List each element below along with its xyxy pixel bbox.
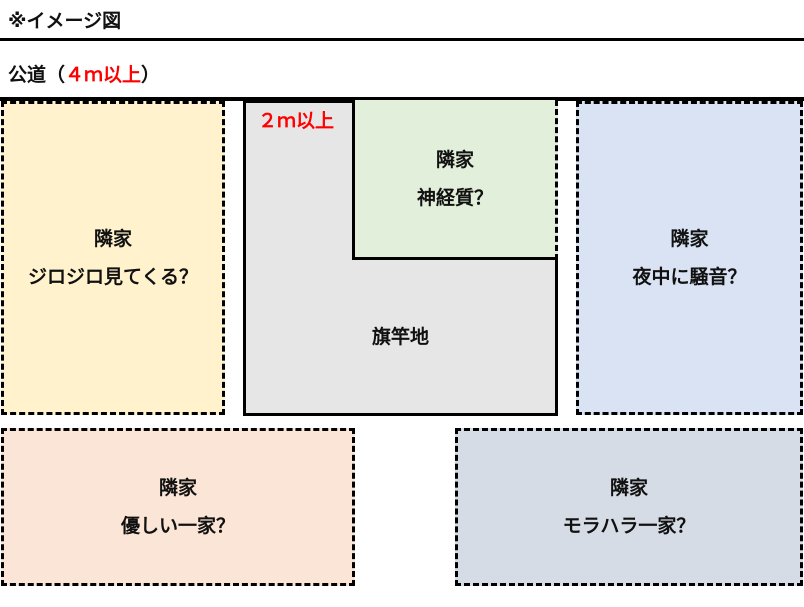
flag-lot-label: 旗竿地 bbox=[371, 326, 429, 348]
neighbor-house-bottom-right: 隣家 モラハラ一家？ bbox=[455, 428, 803, 586]
neighbor-label: 隣家 bbox=[670, 228, 709, 250]
neighbor-note: 神経質？ bbox=[416, 186, 493, 209]
neighbor-label: 隣家 bbox=[435, 148, 474, 171]
neighbor-house-bottom-left: 隣家 優しい一家？ bbox=[1, 428, 355, 586]
neighbor-note: モラハラ一家？ bbox=[562, 515, 696, 537]
neighbor-label: 隣家 bbox=[158, 477, 197, 499]
road-width: ４ｍ以上 bbox=[65, 64, 142, 86]
access-width-label: ２ｍ以上 bbox=[258, 110, 335, 132]
neighbor-label: 隣家 bbox=[93, 228, 132, 250]
neighbor-house-back: 隣家 神経質？ bbox=[352, 100, 558, 260]
road-close: ） bbox=[141, 64, 161, 86]
neighbor-note: ジロジロ見てくる？ bbox=[27, 266, 199, 288]
neighbor-label: 隣家 bbox=[609, 477, 648, 499]
public-road-label: 公道（４ｍ以上） bbox=[8, 60, 160, 87]
road-boundary-line bbox=[0, 97, 804, 101]
neighbor-note: 夜中に騒音？ bbox=[632, 266, 747, 288]
diagram-title: ※イメージ図 bbox=[8, 10, 122, 32]
neighbor-house-left: 隣家 ジロジロ見てくる？ bbox=[1, 101, 225, 415]
neighbor-note: 優しい一家？ bbox=[120, 515, 235, 537]
neighbor-house-right: 隣家 夜中に騒音？ bbox=[576, 101, 803, 415]
road-label: 公道（ bbox=[8, 64, 66, 86]
title-divider bbox=[0, 38, 804, 41]
